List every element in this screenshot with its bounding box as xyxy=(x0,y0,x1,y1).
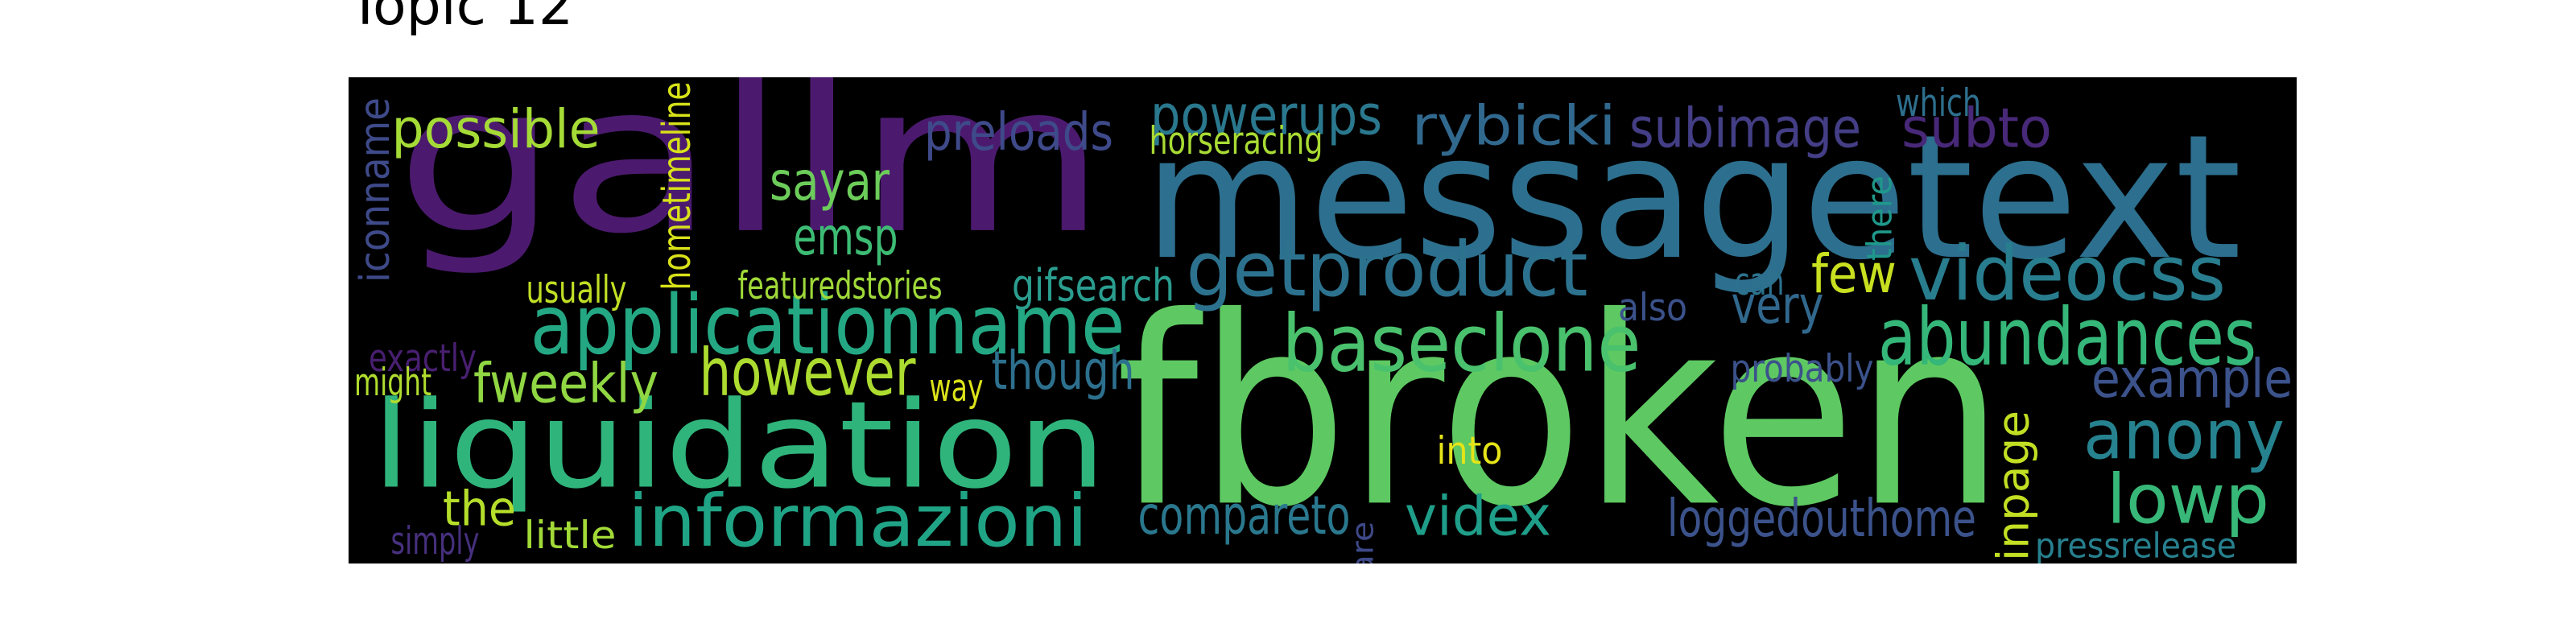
word-rybicki: rybicki xyxy=(1412,95,1616,159)
word-pressrelease: pressrelease xyxy=(2035,526,2236,564)
word-liquidation: liquidation xyxy=(372,377,1106,516)
word-lowp: lowp xyxy=(2107,460,2269,539)
word-applicationname: applicationname xyxy=(530,278,1125,374)
word-videx: videx xyxy=(1405,485,1551,549)
page-title: Topic 12 xyxy=(349,0,574,38)
word-few: few xyxy=(1811,243,1897,305)
word-there: there xyxy=(1860,175,1901,261)
word-can: can xyxy=(1735,260,1785,304)
word-however: however xyxy=(700,335,917,411)
word-exactly: exactly xyxy=(369,336,477,381)
word-probably: probably xyxy=(1731,347,1874,391)
word-fbroken: fbroken xyxy=(1116,262,2004,564)
word-subto: subto xyxy=(1901,97,2052,161)
word-usually: usually xyxy=(526,268,627,312)
word-messagetext: messagetext xyxy=(1145,98,2242,298)
word-abundances: abundances xyxy=(1878,291,2256,383)
word-fweekly: fweekly xyxy=(473,353,658,416)
word-cloud-background xyxy=(349,77,2297,564)
word-subimage: subimage xyxy=(1629,97,1861,161)
word-baseclone: baseclone xyxy=(1282,298,1641,390)
word-inpage: inpage xyxy=(1988,411,2039,561)
word-are: are xyxy=(1346,522,1381,564)
word-might: might xyxy=(354,361,431,405)
word-preloads: preloads xyxy=(924,103,1113,163)
word-possible: possible xyxy=(392,98,601,160)
word-anony: anony xyxy=(2083,395,2285,475)
word-informazioni: informazioni xyxy=(628,479,1088,563)
word-loggedouthome: loggedouthome xyxy=(1667,489,1976,549)
word-featuredstories: featuredstories xyxy=(738,264,943,308)
word-videocss: videocss xyxy=(1909,230,2226,318)
word-very: very xyxy=(1732,276,1824,336)
word-which: which xyxy=(1896,81,1981,126)
word-example: example xyxy=(2091,348,2293,410)
word-compareto: compareto xyxy=(1138,485,1351,547)
word-little: little xyxy=(524,514,617,558)
word-simply: simply xyxy=(391,519,480,564)
word-though: though xyxy=(992,340,1135,402)
word-hometimeline: hometimeline xyxy=(654,82,700,291)
word-emsp: emsp xyxy=(794,208,898,267)
word-gallm: gallm xyxy=(396,77,1107,279)
word-also: also xyxy=(1618,286,1687,330)
word-the: the xyxy=(443,481,516,538)
word-way: way xyxy=(930,366,984,411)
word-iconname: iconname xyxy=(352,97,399,283)
word-horseracing: horseracing xyxy=(1150,119,1323,163)
word-into: into xyxy=(1437,429,1503,473)
word-sayar: sayar xyxy=(770,151,890,213)
word-gifsearch: gifsearch xyxy=(1012,260,1174,312)
word-powerups: powerups xyxy=(1150,85,1382,148)
word-getproduct: getproduct xyxy=(1187,226,1588,314)
